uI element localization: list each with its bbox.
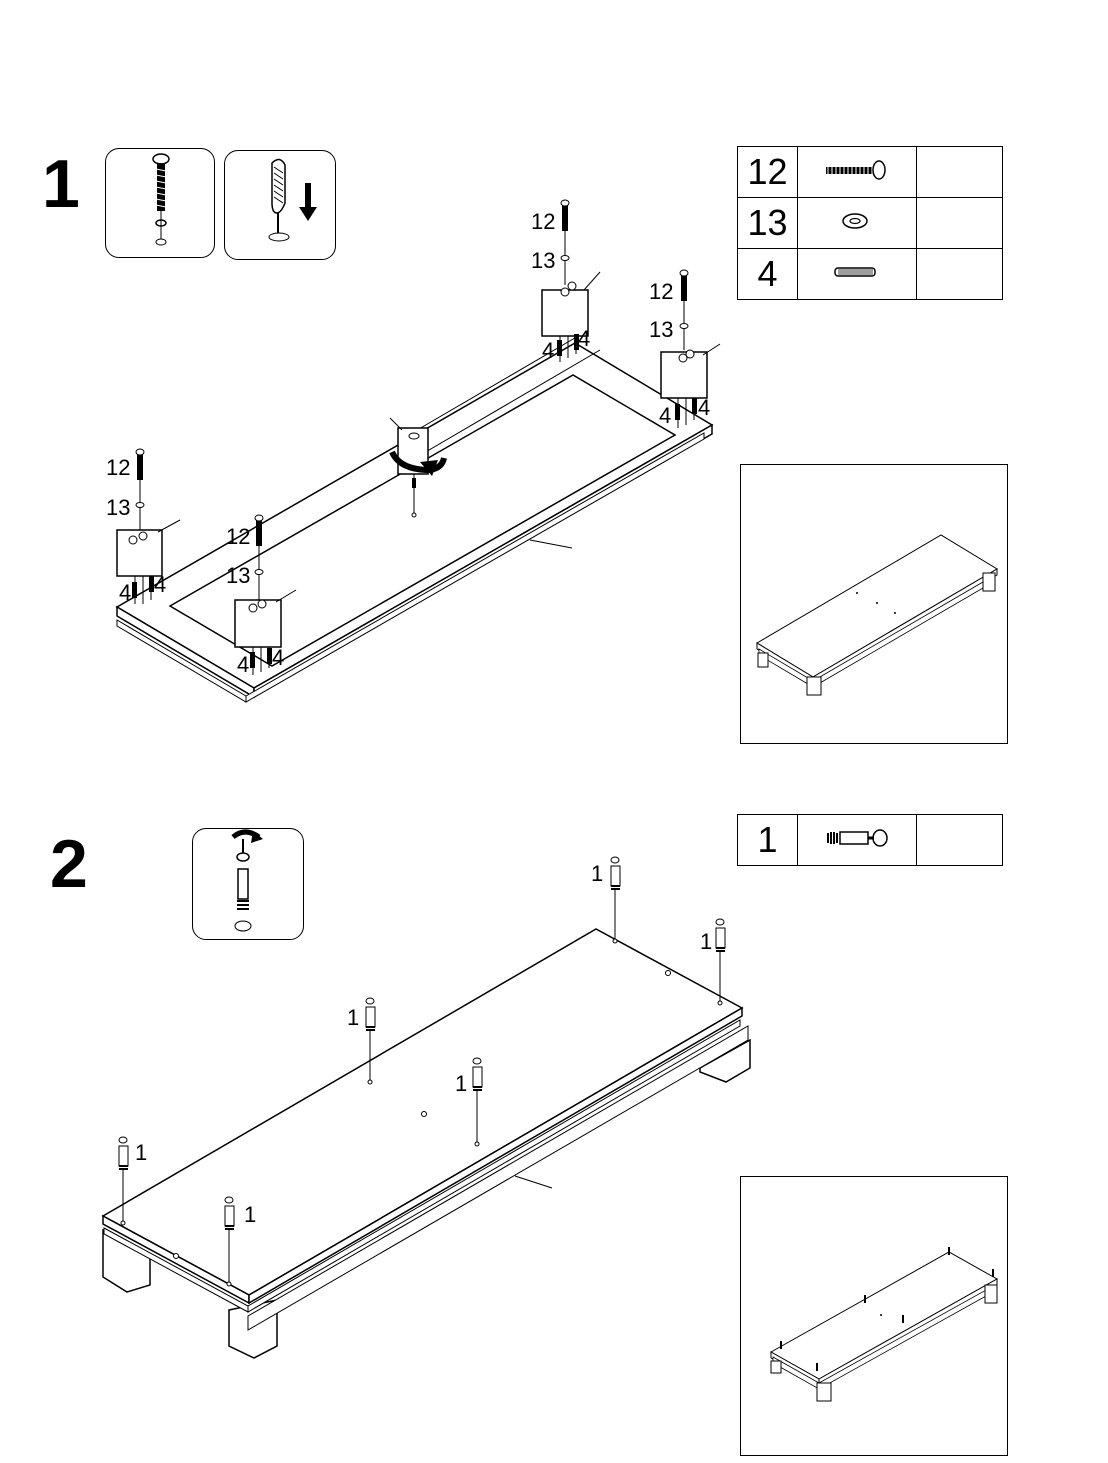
cam-bolt-install-icon: [192, 828, 304, 940]
foot-block: [116, 289, 708, 648]
washer-label: 13: [226, 563, 251, 588]
dowel-label: 4: [542, 338, 555, 363]
part-number: 4: [737, 248, 798, 300]
dowel-icon: [834, 267, 876, 277]
screwdriver-icon: [224, 150, 336, 260]
step-1-number: 1: [42, 146, 80, 222]
bolt-label: 1: [135, 1140, 148, 1165]
dowel-label: 4: [119, 580, 132, 605]
step-2-number: 2: [50, 826, 88, 902]
screw-label: 12: [106, 455, 131, 480]
screw-washer-icon: [105, 148, 215, 258]
washer-icon: [842, 213, 868, 229]
bolt-label: 1: [700, 929, 713, 954]
part-row-4: 4: [737, 248, 1003, 300]
part-row-1: 1: [737, 814, 1003, 866]
bolt-label: 1: [455, 1071, 468, 1096]
long-screw-icon: [826, 160, 886, 180]
part-row-13: 13: [737, 197, 1003, 249]
washer-label: 13: [649, 317, 674, 342]
screw-label: 12: [649, 279, 674, 304]
dowel-label: 4: [698, 395, 711, 420]
cam-bolt-icon: [827, 829, 888, 847]
screw-icon: [135, 199, 689, 600]
bolt-label: 1: [347, 1005, 360, 1030]
washer-label: 13: [531, 248, 556, 273]
step-2-result-preview: [740, 1176, 1008, 1456]
washer-label: 13: [106, 495, 131, 520]
dowel-label: 4: [237, 652, 250, 677]
bolt-label: 1: [591, 861, 604, 886]
dowel-label: 4: [154, 572, 167, 597]
step-2-parts-table: 1: [737, 814, 1003, 866]
screw-label: 12: [531, 209, 556, 234]
dowel-label: 4: [578, 326, 591, 351]
step-1-parts-table: 12 13 4: [737, 146, 1003, 300]
part-number: 13: [737, 197, 798, 249]
part-number: 12: [737, 146, 798, 198]
bolt-label: 1: [244, 1202, 257, 1227]
part-row-12: 12: [737, 146, 1003, 198]
part-number: 1: [737, 814, 798, 866]
dowel-label: 4: [272, 645, 285, 670]
step-1-result-preview: [740, 464, 1008, 744]
screw-label: 12: [226, 524, 251, 549]
dowel-label: 4: [659, 403, 672, 428]
